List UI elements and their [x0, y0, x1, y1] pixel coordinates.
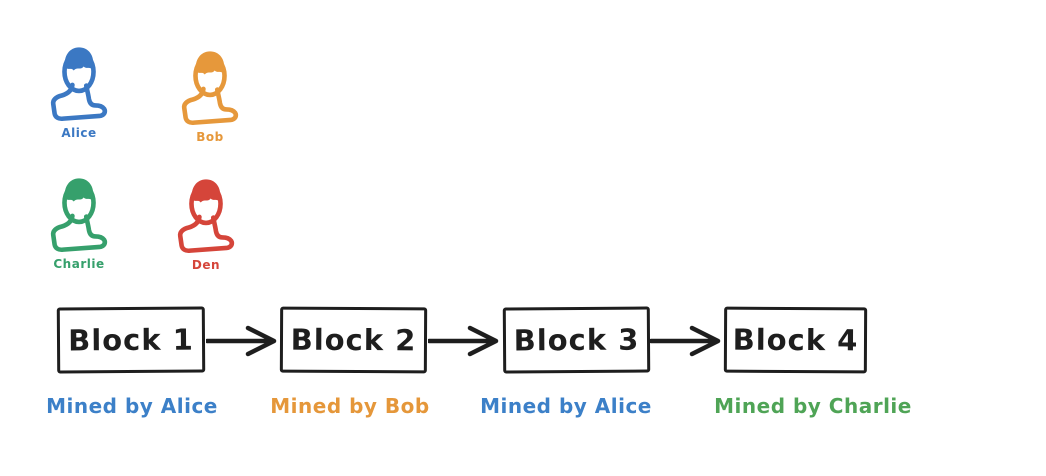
person-icon-bob [181, 51, 239, 126]
person-body [50, 82, 108, 122]
person-icon-alice [50, 47, 108, 122]
person-hair [191, 179, 221, 203]
person-icon-den [177, 179, 235, 254]
block-4: Block 4 [723, 306, 868, 374]
person-name-label: Den [191, 258, 221, 272]
person-hair [64, 178, 94, 202]
person-hair [64, 47, 94, 71]
person-den: Den [164, 172, 248, 272]
person-name-label: Charlie [53, 257, 105, 271]
person-bob: Bob [168, 44, 252, 144]
person-icon-charlie [50, 178, 108, 253]
arrow-stroke [428, 325, 499, 357]
person-name-label: Bob [196, 130, 224, 144]
person-body [50, 213, 108, 253]
person-hair [195, 51, 225, 75]
person-name-label: Alice [61, 126, 97, 140]
block-1: Block 1 [56, 306, 206, 374]
arrow-icon [650, 325, 721, 357]
miner-caption-block-3: Mined by Alice [480, 394, 652, 418]
person-charlie: Charlie [37, 171, 121, 271]
miner-caption-block-4: Mined by Charlie [714, 394, 912, 418]
arrow-icon [428, 325, 499, 357]
block-3: Block 3 [502, 306, 651, 374]
person-body [181, 86, 239, 126]
block-2: Block 2 [279, 306, 428, 374]
arrow-icon [206, 325, 277, 357]
person-alice: Alice [37, 40, 121, 140]
arrow-stroke [206, 325, 277, 357]
miner-caption-block-2: Mined by Bob [270, 394, 430, 418]
person-body [177, 214, 235, 254]
miner-caption-block-1: Mined by Alice [46, 394, 218, 418]
arrow-stroke [650, 325, 721, 357]
